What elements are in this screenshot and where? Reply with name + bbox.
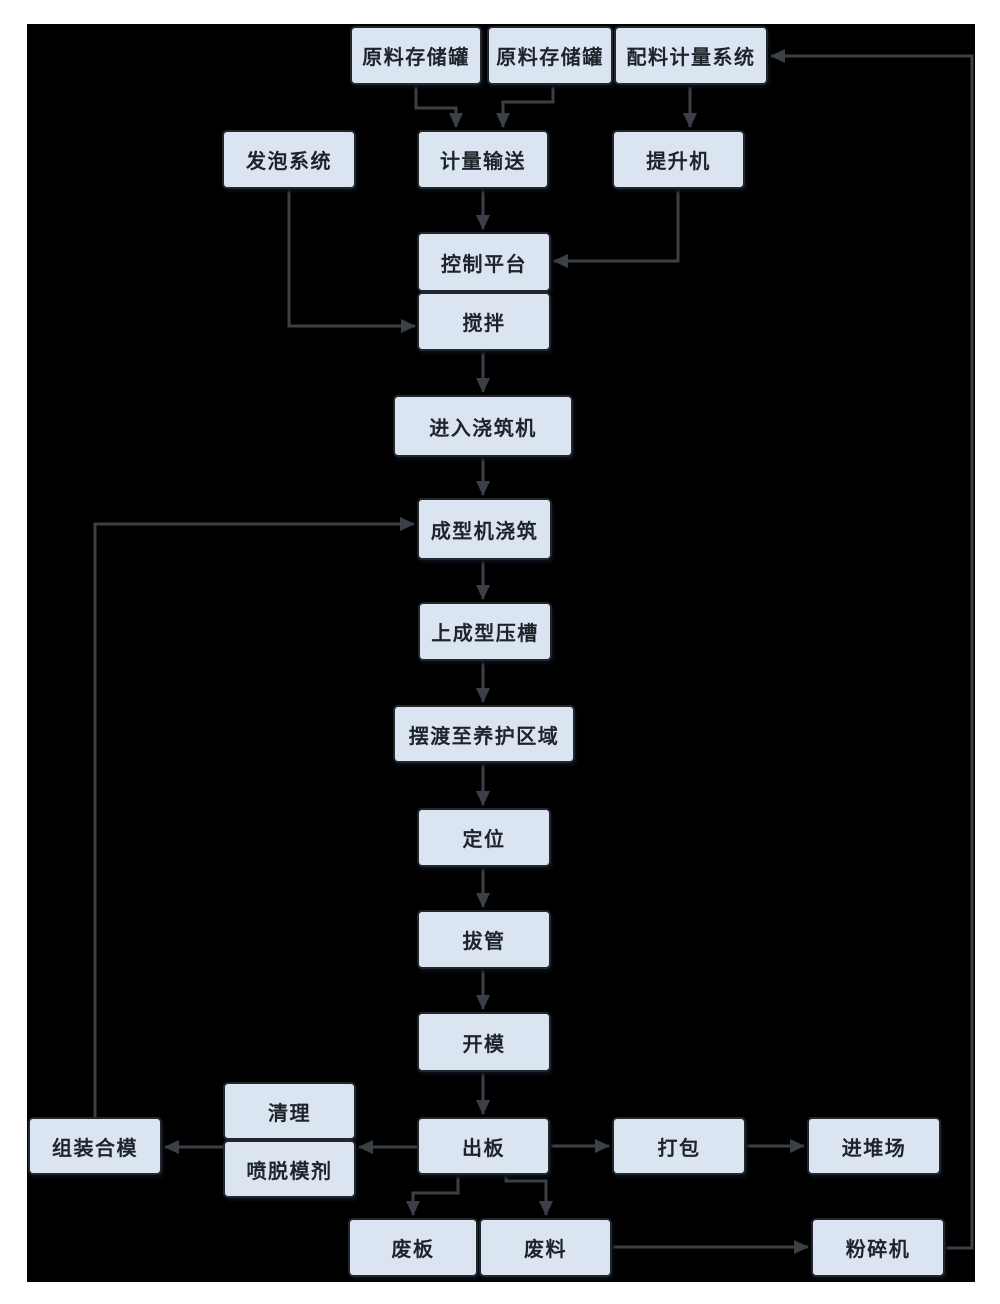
- node-board-output: 出板: [417, 1117, 550, 1175]
- node-crusher: 粉碎机: [811, 1218, 945, 1277]
- node-metering-conveying: 计量输送: [417, 130, 549, 189]
- node-raw-material-tank-2: 原料存储罐: [487, 26, 613, 85]
- node-positioning: 定位: [417, 808, 551, 867]
- node-spray-release-agent: 喷脱模剂: [223, 1140, 356, 1198]
- node-waste-material: 废料: [479, 1218, 612, 1277]
- node-mold-opening: 开模: [417, 1012, 551, 1072]
- node-mixing: 搅拌: [417, 292, 551, 351]
- node-assemble-close-mold: 组装合模: [28, 1117, 162, 1175]
- node-forming-machine-pouring: 成型机浇筑: [417, 498, 552, 560]
- node-to-stockyard: 进堆场: [807, 1117, 941, 1175]
- node-packing: 打包: [612, 1117, 746, 1175]
- node-control-platform: 控制平台: [417, 232, 551, 292]
- node-upper-forming-press-groove: 上成型压槽: [418, 602, 552, 661]
- node-batching-metering-system: 配料计量系统: [614, 26, 768, 85]
- node-hoist: 提升机: [612, 130, 745, 189]
- node-raw-material-tank-1: 原料存储罐: [350, 26, 482, 85]
- node-enter-pouring-machine: 进入浇筑机: [393, 395, 573, 457]
- node-cleaning: 清理: [223, 1082, 356, 1140]
- node-waste-board: 废板: [348, 1218, 478, 1277]
- node-foaming-system: 发泡系统: [222, 130, 356, 189]
- node-ferry-to-curing-area: 摆渡至养护区域: [393, 705, 575, 763]
- node-pipe-pulling: 拔管: [417, 910, 551, 969]
